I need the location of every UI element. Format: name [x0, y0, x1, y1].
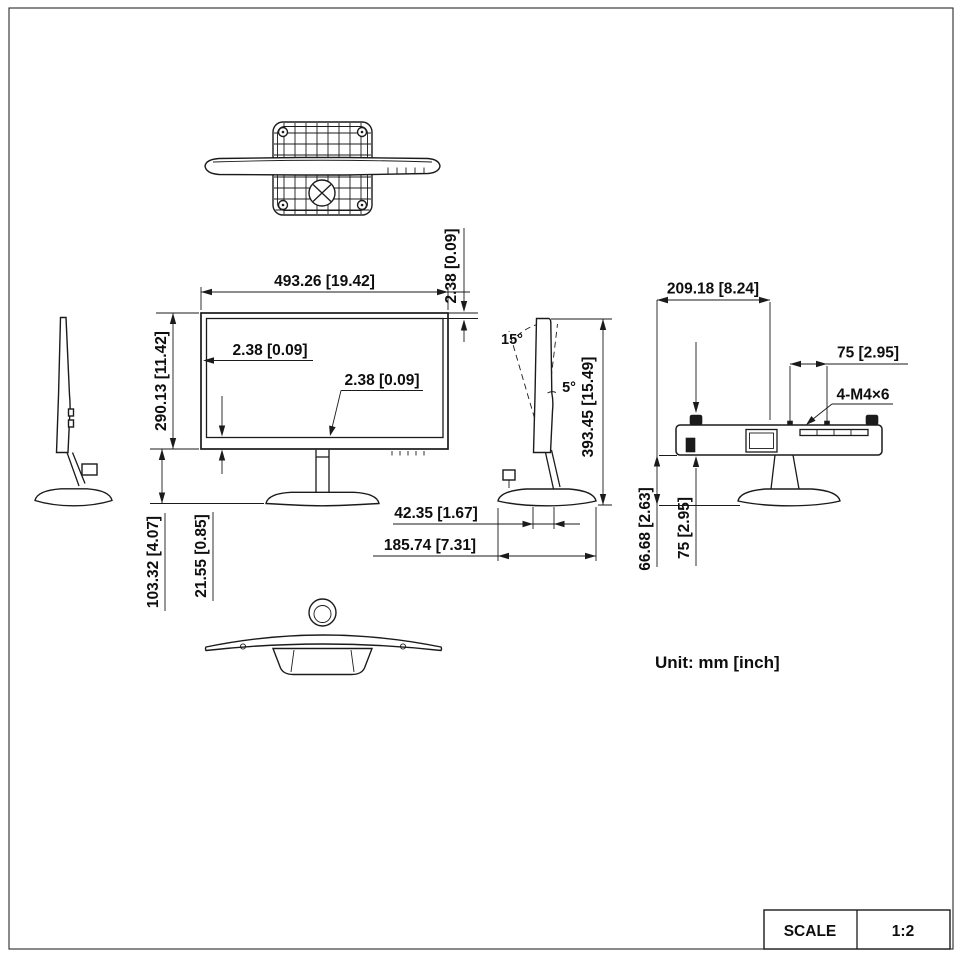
front-neck	[315, 449, 330, 492]
cable-clip	[502, 469, 516, 481]
osd-buttons-top	[387, 167, 425, 174]
rear-neck	[770, 454, 800, 490]
osd-buttons-front	[391, 451, 425, 456]
dim-vesa-height: 75 [2.95]	[676, 497, 693, 559]
rear-label-plate-inner	[749, 432, 774, 449]
scale-value: 1:2	[892, 923, 914, 940]
dim-overall-height: 393.45 [15.49]	[580, 357, 597, 458]
left-neck	[66, 452, 86, 487]
scale-label: SCALE	[784, 923, 837, 940]
rear-left-detail	[685, 437, 696, 453]
dim-front-width: 493.26 [19.42]	[274, 273, 375, 290]
dim-base-depth: 185.74 [7.31]	[384, 537, 476, 554]
left-side-view	[34, 316, 113, 507]
bottom-view	[204, 598, 443, 676]
scale-table: SCALE 1:2	[763, 909, 951, 950]
monitor-top-edge	[204, 156, 441, 176]
dim-bezel-side: 2.38 [0.09]	[233, 342, 308, 359]
left-base	[34, 488, 113, 507]
unit-note: Unit: mm [inch]	[655, 653, 780, 672]
side-port-1	[67, 408, 75, 417]
rear-base	[737, 488, 841, 507]
screen-rect	[205, 317, 444, 439]
vesa-screw-left-icon	[689, 414, 703, 426]
dim-bezel-top: 2.38 [0.09]	[443, 229, 460, 304]
bottom-screw-left	[239, 643, 247, 650]
dim-stand-height: 103.32 [4.07]	[145, 516, 162, 608]
thumbscrew-knob-inner	[313, 605, 332, 623]
top-view	[204, 121, 441, 216]
bottom-screw-right	[399, 643, 407, 650]
bottom-neck-mount	[271, 647, 374, 676]
monitor-side-profile	[532, 317, 554, 454]
rear-view	[675, 414, 883, 507]
dim-vesa-screw-spec: 4-M4×6	[837, 387, 890, 404]
base-corner-screws	[277, 126, 368, 211]
dim-panel-height: 290.13 [11.42]	[153, 331, 170, 431]
side-base	[497, 488, 597, 507]
side-neck	[544, 449, 561, 490]
dim-rear-bottom: 66.68 [2.63]	[637, 487, 654, 571]
left-bracket	[81, 463, 98, 476]
side-port-2	[67, 419, 75, 428]
rear-label-plate	[745, 428, 778, 453]
monitor-top-edge-line	[212, 159, 433, 163]
dim-chin-height: 21.55 [0.85]	[193, 514, 210, 598]
dim-rear-width: 209.18 [8.24]	[667, 281, 759, 298]
bottom-base-arc	[204, 634, 443, 652]
dim-tilt-forward: 5°	[562, 380, 576, 396]
dim-base-inner-depth: 42.35 [1.67]	[394, 505, 478, 522]
center-thumbscrew-icon	[308, 179, 336, 207]
thumbscrew-knob	[308, 598, 337, 627]
angle-arc	[547, 391, 557, 394]
side-view-dimensions: 393.45 [15.49] 42.35 [1.67] 185.74 [7.31…	[373, 318, 612, 561]
front-view-dimensions: 493.26 [19.42] 2.38 [0.09] 2.38 [0.09] 2…	[145, 228, 478, 611]
side-view: 15° 5°	[497, 317, 597, 507]
monitor-front-outline	[200, 312, 449, 450]
page-border	[8, 7, 954, 950]
front-base	[265, 491, 380, 507]
monitor-left-profile	[55, 316, 71, 454]
front-view	[200, 312, 449, 507]
monitor-rear-outline	[675, 424, 883, 456]
vesa-screw-right-icon	[865, 414, 879, 426]
rear-view-dimensions: 209.18 [8.24] 75 [2.95] 4-M4×6 66.68 [2.…	[637, 281, 908, 571]
dim-vesa-width: 75 [2.95]	[837, 345, 899, 362]
dim-bezel-bottom: 2.38 [0.09]	[345, 372, 420, 389]
dim-tilt-back: 15°	[501, 332, 523, 348]
